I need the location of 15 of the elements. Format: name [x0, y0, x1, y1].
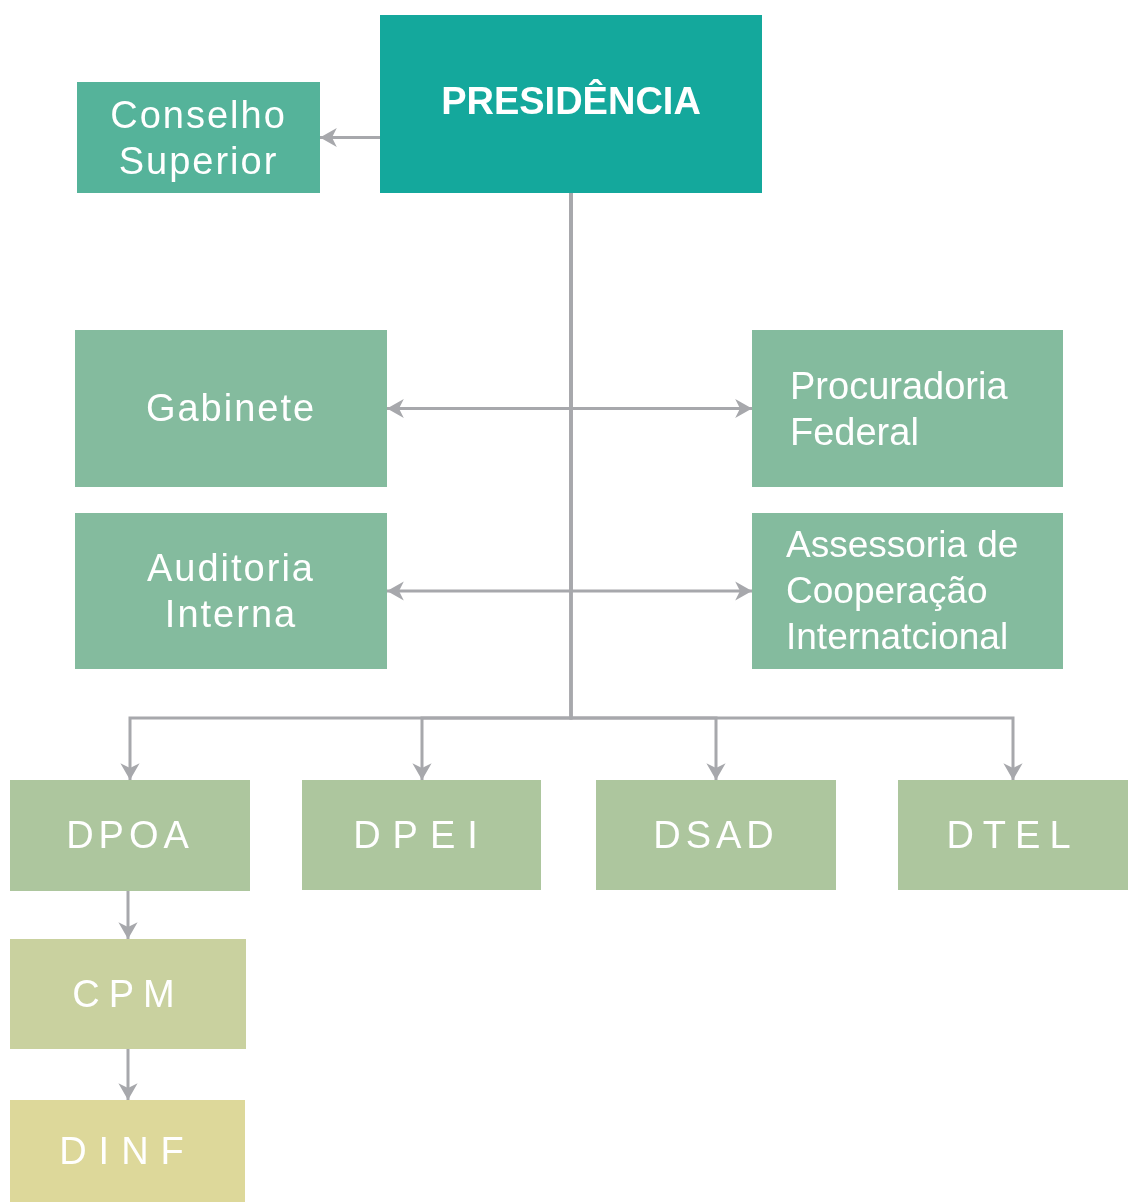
org-unit-box: Assessoria de Cooperação Internatcional — [752, 513, 1063, 669]
org-unit-box: Procuradoria Federal — [752, 330, 1063, 487]
org-unit-box: DINF — [10, 1100, 245, 1202]
org-unit-box: CPM — [10, 939, 246, 1049]
connector-arrow — [118, 1049, 138, 1100]
org-unit-box: Gabinete — [75, 330, 387, 487]
org-unit-box: DTEL — [898, 780, 1128, 890]
org-unit-box: DPEI — [302, 780, 541, 890]
org-unit-box: PRESIDÊNCIA — [380, 15, 762, 193]
connector-arrow — [320, 127, 380, 148]
org-unit-box: Auditoria Interna — [75, 513, 387, 669]
org-unit-box: Conselho Superior — [77, 82, 320, 193]
connector-arrow — [118, 891, 138, 939]
org-unit-box: DSAD — [596, 780, 836, 890]
org-unit-box: DPOA — [10, 780, 250, 891]
